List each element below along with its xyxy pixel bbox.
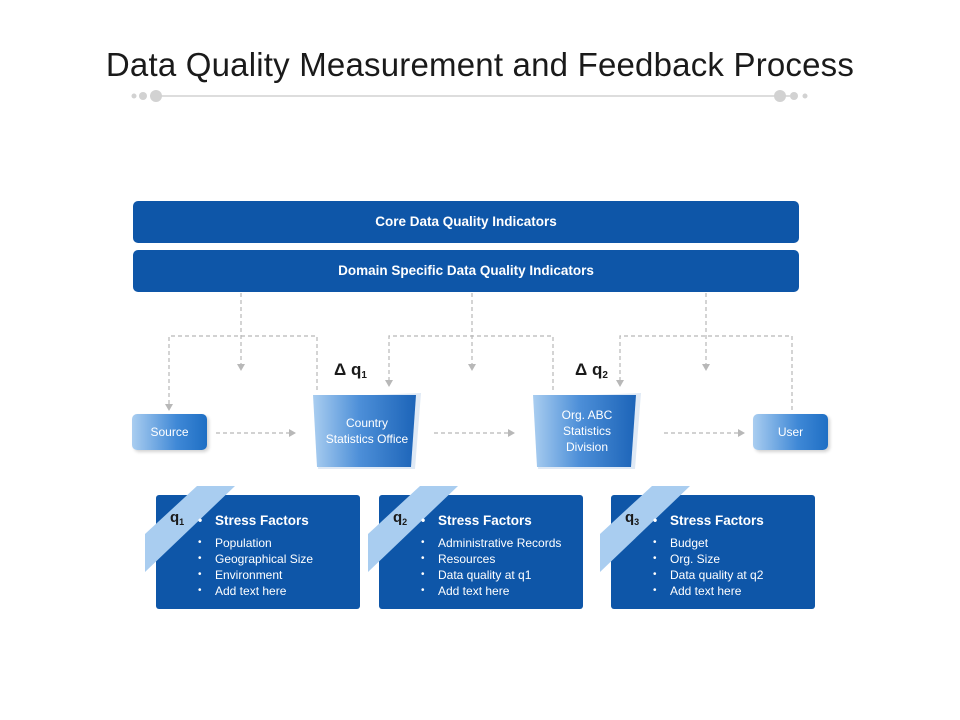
list-item: Data quality at q2 <box>653 567 763 583</box>
list-item: Org. Size <box>653 551 763 567</box>
q-label: q2 <box>393 509 408 527</box>
office-box-shape <box>533 393 641 469</box>
list-item: Add text here <box>653 583 763 599</box>
stress-factor-list: Budget Org. Size Data quality at q2 Add … <box>653 535 763 599</box>
office-box-shape <box>313 393 421 469</box>
card-heading: Stress Factors <box>653 513 764 528</box>
list-item: Administrative Records <box>421 535 561 551</box>
list-item: Add text here <box>421 583 561 599</box>
list-item: Data quality at q1 <box>421 567 561 583</box>
source-node: Source <box>132 414 207 450</box>
org-abc-statistics-division-node: Org. ABC Statistics Division <box>533 393 641 469</box>
card-heading: Stress Factors <box>198 513 309 528</box>
country-statistics-office-node: Country Statistics Office <box>313 393 421 469</box>
delta-q1-label: Δ q1 <box>334 360 367 381</box>
card-heading: Stress Factors <box>421 513 532 528</box>
page-title: Data Quality Measurement and Feedback Pr… <box>105 46 855 83</box>
q-label: q1 <box>170 509 185 527</box>
q-label: q3 <box>625 509 640 527</box>
stress-factors-card-q2: q2 Stress Factors Administrative Records… <box>368 486 583 609</box>
diagonal-ribbon <box>600 486 690 572</box>
list-item: Add text here <box>198 583 313 599</box>
stress-factors-card-q3: q3 Stress Factors Budget Org. Size Data … <box>600 486 815 609</box>
list-item: Geographical Size <box>198 551 313 567</box>
list-item: Resources <box>421 551 561 567</box>
user-node: User <box>753 414 828 450</box>
diagonal-ribbon <box>368 486 458 572</box>
list-item: Budget <box>653 535 763 551</box>
core-indicators-bar: Core Data Quality Indicators <box>133 201 799 243</box>
domain-indicators-bar: Domain Specific Data Quality Indicators <box>133 250 799 292</box>
stress-factor-list: Administrative Records Resources Data qu… <box>421 535 561 599</box>
stress-factors-card-q1: q1 Stress Factors Population Geographica… <box>145 486 360 609</box>
delta-q2-label: Δ q2 <box>575 360 608 381</box>
list-item: Environment <box>198 567 313 583</box>
diagonal-ribbon <box>145 486 235 572</box>
list-item: Population <box>198 535 313 551</box>
stress-factor-list: Population Geographical Size Environment… <box>198 535 313 599</box>
title-divider <box>131 90 808 102</box>
